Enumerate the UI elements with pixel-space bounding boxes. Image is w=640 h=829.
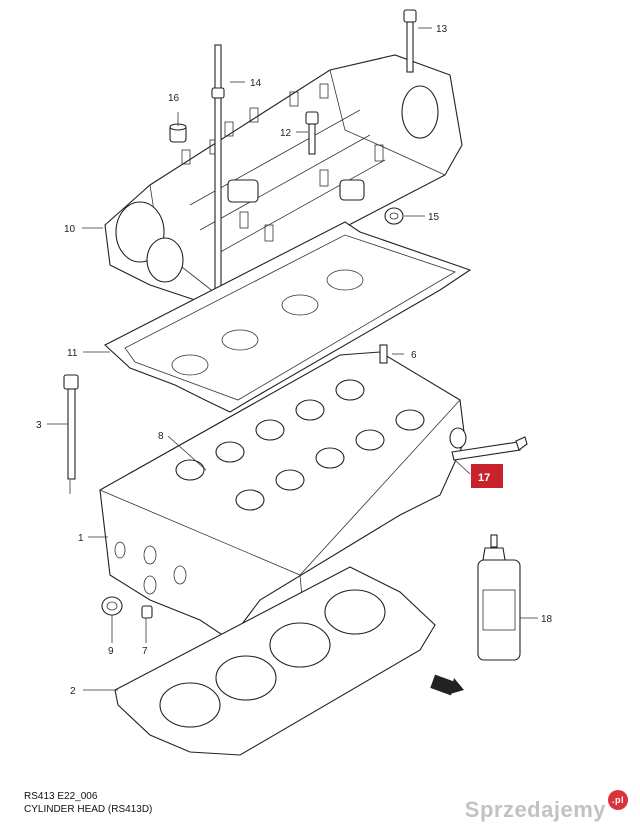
- callout-1: 1: [78, 533, 84, 544]
- callout-15: 15: [428, 212, 440, 223]
- leader-lines: [47, 27, 538, 691]
- callout-3: 3: [36, 420, 42, 431]
- callout-17-box: 17: [471, 464, 503, 488]
- plug-16: [169, 123, 187, 143]
- callout-11: 11: [67, 348, 78, 359]
- callout-16: 16: [168, 93, 180, 104]
- plug-7: [141, 605, 153, 619]
- camshaft-housing: [104, 54, 463, 306]
- cover-gasket: [104, 221, 472, 413]
- callout-18: 18: [541, 614, 553, 625]
- caption-code: RS413 E22_006: [24, 791, 98, 802]
- bolt-3: [63, 374, 79, 480]
- callout-10: 10: [64, 224, 76, 235]
- cylinder-head: [99, 351, 467, 641]
- watermark-badge: .pl: [608, 790, 628, 810]
- callout-7: 7: [142, 646, 148, 657]
- callout-12: 12: [280, 128, 292, 139]
- diagram-caption: RS413 E22_006 CYLINDER HEAD (RS413D): [24, 790, 152, 816]
- oil-seal-15: [384, 207, 404, 225]
- stud-6: [379, 344, 388, 364]
- sealant-bottle-18: [477, 534, 521, 661]
- callout-6: 6: [411, 350, 417, 361]
- head-gasket: [114, 566, 436, 756]
- watermark-text: Sprzedajemy: [464, 797, 606, 822]
- callout-2: 2: [70, 686, 76, 697]
- callout-9: 9: [108, 646, 114, 657]
- plug-9: [101, 596, 123, 616]
- watermark-logo: Sprzedajemy.pl: [465, 790, 628, 823]
- bolt-12: [305, 111, 319, 155]
- bolt-13: [403, 9, 417, 73]
- callout-labels: 10 11 3 1 2 16 14 12 13 15 6 8 9 7 18: [36, 24, 553, 697]
- callout-13: 13: [436, 24, 448, 35]
- caption-title: CYLINDER HEAD (RS413D): [24, 804, 153, 815]
- glow-plug-17: [451, 436, 528, 461]
- callout-14: 14: [250, 78, 262, 89]
- front-arrow-icon: [430, 674, 464, 696]
- callout-8: 8: [158, 431, 164, 442]
- callout-17: 17: [478, 472, 490, 484]
